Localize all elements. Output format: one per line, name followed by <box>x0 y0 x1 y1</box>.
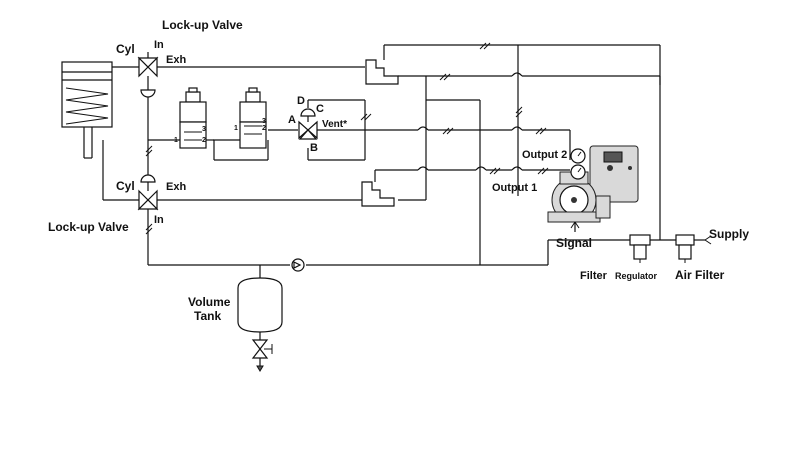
signal-label: Signal <box>556 236 592 250</box>
cyl-bottom-label: Cyl <box>116 179 135 193</box>
exh-top-label: Exh <box>166 54 186 66</box>
sol-left-port3: 3 <box>202 126 206 133</box>
line-break-marks <box>145 42 549 235</box>
solenoid-valve-right: 1 2 3 <box>234 87 267 149</box>
check-valve <box>291 258 305 272</box>
actuator-cylinder <box>61 61 113 159</box>
sol-right-port3: 3 <box>262 118 266 125</box>
in-bottom-label: In <box>154 214 164 226</box>
pilot-relay-bottom <box>361 181 395 207</box>
volume-tank-label-2: Tank <box>194 309 221 323</box>
labels: Lock-up Valve Cyl In Exh Cyl Exh In Lock… <box>48 18 749 323</box>
exh-bottom-label: Exh <box>166 181 186 193</box>
in-top-label: In <box>154 39 164 51</box>
port-b-label: B <box>310 142 318 154</box>
filter-regulator <box>629 234 651 263</box>
three-way-valve <box>298 108 318 140</box>
output1-label: Output 1 <box>492 182 537 194</box>
sol-left-port1: 1 <box>174 137 178 144</box>
supply-label: Supply <box>709 227 749 241</box>
air-filter-label: Air Filter <box>675 268 725 282</box>
lockup-valve-top-label: Lock-up Valve <box>162 18 243 32</box>
sol-left-port2: 2 <box>202 137 206 144</box>
lockup-valve-bottom <box>137 174 159 211</box>
port-a-label: A <box>288 114 296 126</box>
positioner <box>547 145 639 229</box>
filter-regulator-label-2: Regulator <box>615 271 658 281</box>
volume-tank-label-1: Volume <box>188 295 231 309</box>
solenoid-valve-left: 1 2 3 <box>174 87 207 149</box>
volume-tank <box>237 277 283 372</box>
lockup-valve-bottom-label: Lock-up Valve <box>48 220 129 234</box>
lockup-valve-top <box>137 56 159 98</box>
filter-regulator-label-1: Filter <box>580 270 608 282</box>
cyl-top-label: Cyl <box>116 42 135 56</box>
pilot-relay-top <box>365 59 399 85</box>
sol-right-port1: 1 <box>234 125 238 132</box>
output2-label: Output 2 <box>522 149 567 161</box>
vent-label: Vent* <box>322 119 347 130</box>
air-filter <box>675 234 712 263</box>
sol-right-port2: 2 <box>262 125 266 132</box>
port-c-label: C <box>316 103 324 115</box>
port-d-label: D <box>297 95 305 107</box>
